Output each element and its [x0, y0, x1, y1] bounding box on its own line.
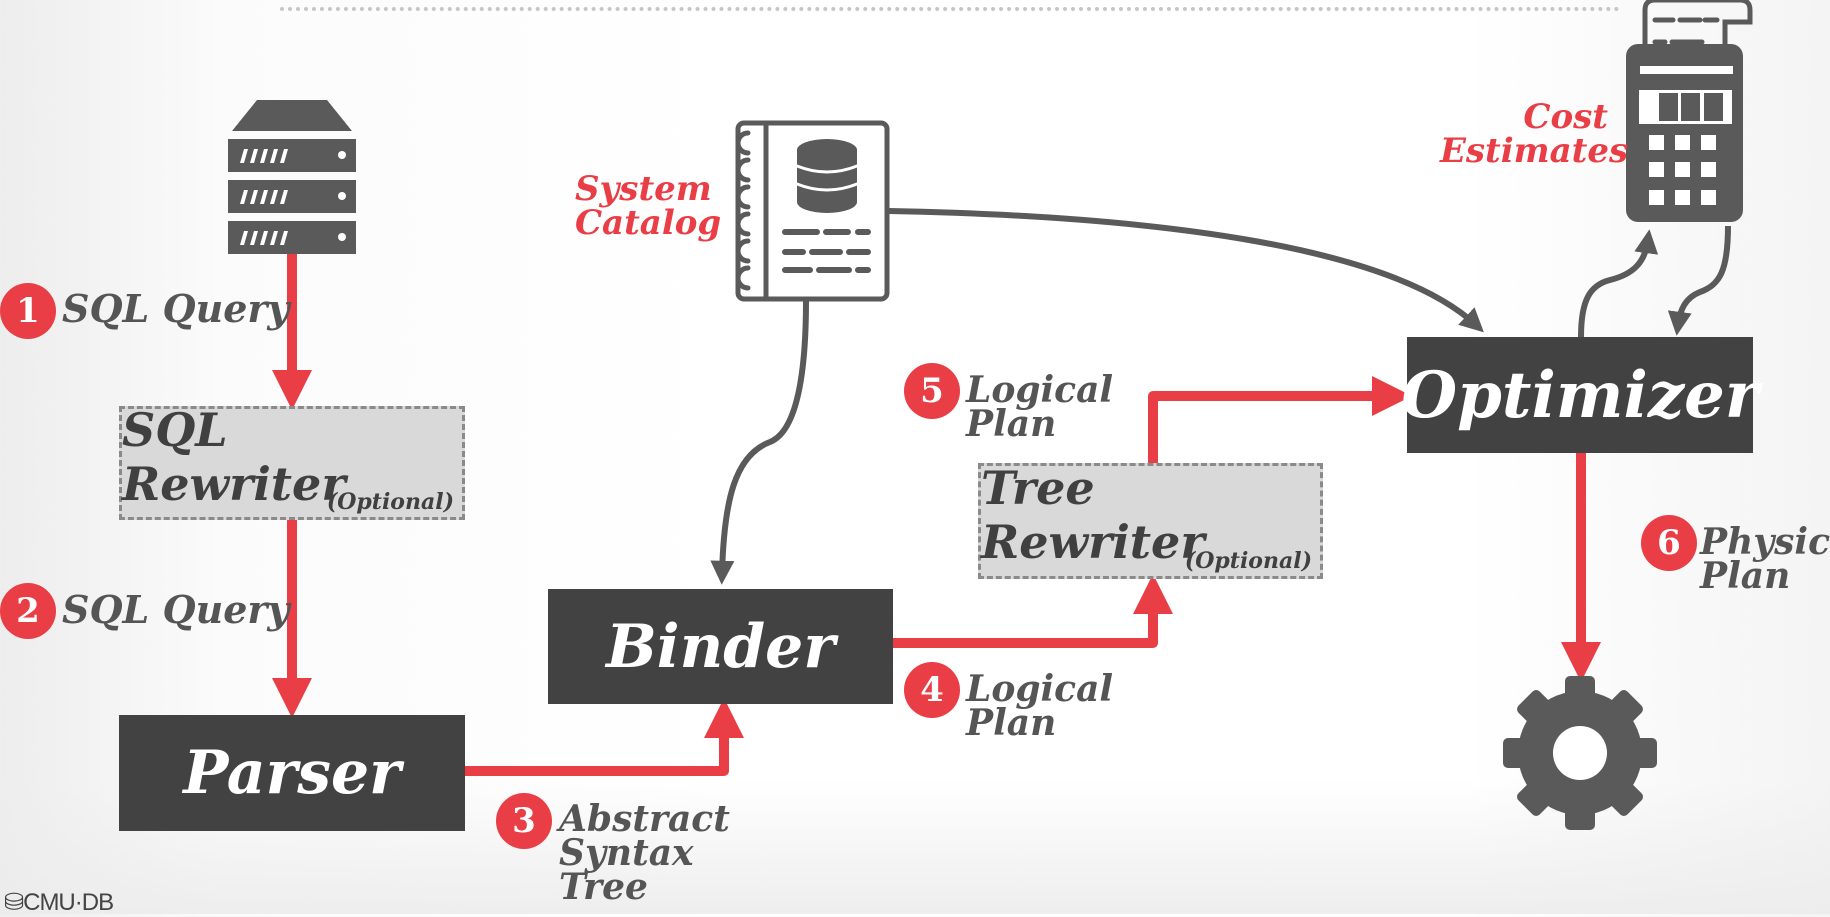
sql-rewriter-box: SQL Rewriter (Optional) — [119, 403, 465, 520]
step-badge: 5 — [904, 363, 960, 419]
server-icon — [228, 100, 356, 254]
calculator-icon — [1626, 0, 1753, 222]
catalog-notebook-icon — [735, 120, 890, 302]
arrow-calculator-to-optimizer — [1667, 225, 1731, 336]
sql-rewriter-note: (Optional) — [326, 489, 454, 515]
optimizer-box: Optimizer — [1401, 337, 1759, 453]
arrow-optimizer-to-calculator — [1578, 229, 1659, 338]
system-catalog-label: System Catalog — [575, 169, 722, 243]
tree-rewriter-label: Tree Rewriter — [981, 461, 1205, 569]
step-badge: 6 — [1641, 515, 1697, 571]
parser-box: Parser — [119, 715, 465, 831]
tree-rewriter-note: (Optional) — [1184, 548, 1312, 574]
header-divider — [280, 7, 1620, 11]
step-badge: 4 — [904, 662, 960, 718]
database-logo-icon: ⛁ — [4, 889, 24, 916]
step-label: SQL Query — [62, 587, 290, 632]
arrow-catalog-to-optimizer — [888, 208, 1484, 333]
arrow-parser-to-binder — [465, 698, 744, 776]
step-badge: 3 — [496, 793, 552, 849]
arrow-binder-to-treerewriter — [893, 574, 1173, 648]
step-badge: 2 — [0, 583, 56, 639]
parser-label: Parser — [183, 738, 401, 808]
step-label: PhysicalPlan — [1700, 521, 1830, 597]
sql-rewriter-label: SQL Rewriter — [122, 403, 346, 511]
optimizer-label: Optimizer — [1401, 357, 1759, 433]
step-badge: 1 — [0, 283, 56, 339]
tree-rewriter-box: Tree Rewriter (Optional) — [978, 461, 1323, 579]
cmu-db-logo: ⛁CMU·DB — [4, 889, 114, 916]
gear-icon — [1503, 676, 1657, 830]
binder-label: Binder — [606, 611, 835, 682]
arrow-treerewriter-to-optimizer — [1148, 376, 1412, 463]
step-label: SQL Query — [62, 286, 290, 331]
cost-estimates-label: Cost Estimates — [1440, 97, 1629, 171]
binder-box: Binder — [548, 589, 893, 704]
arrow-catalog-to-binder — [710, 300, 809, 585]
